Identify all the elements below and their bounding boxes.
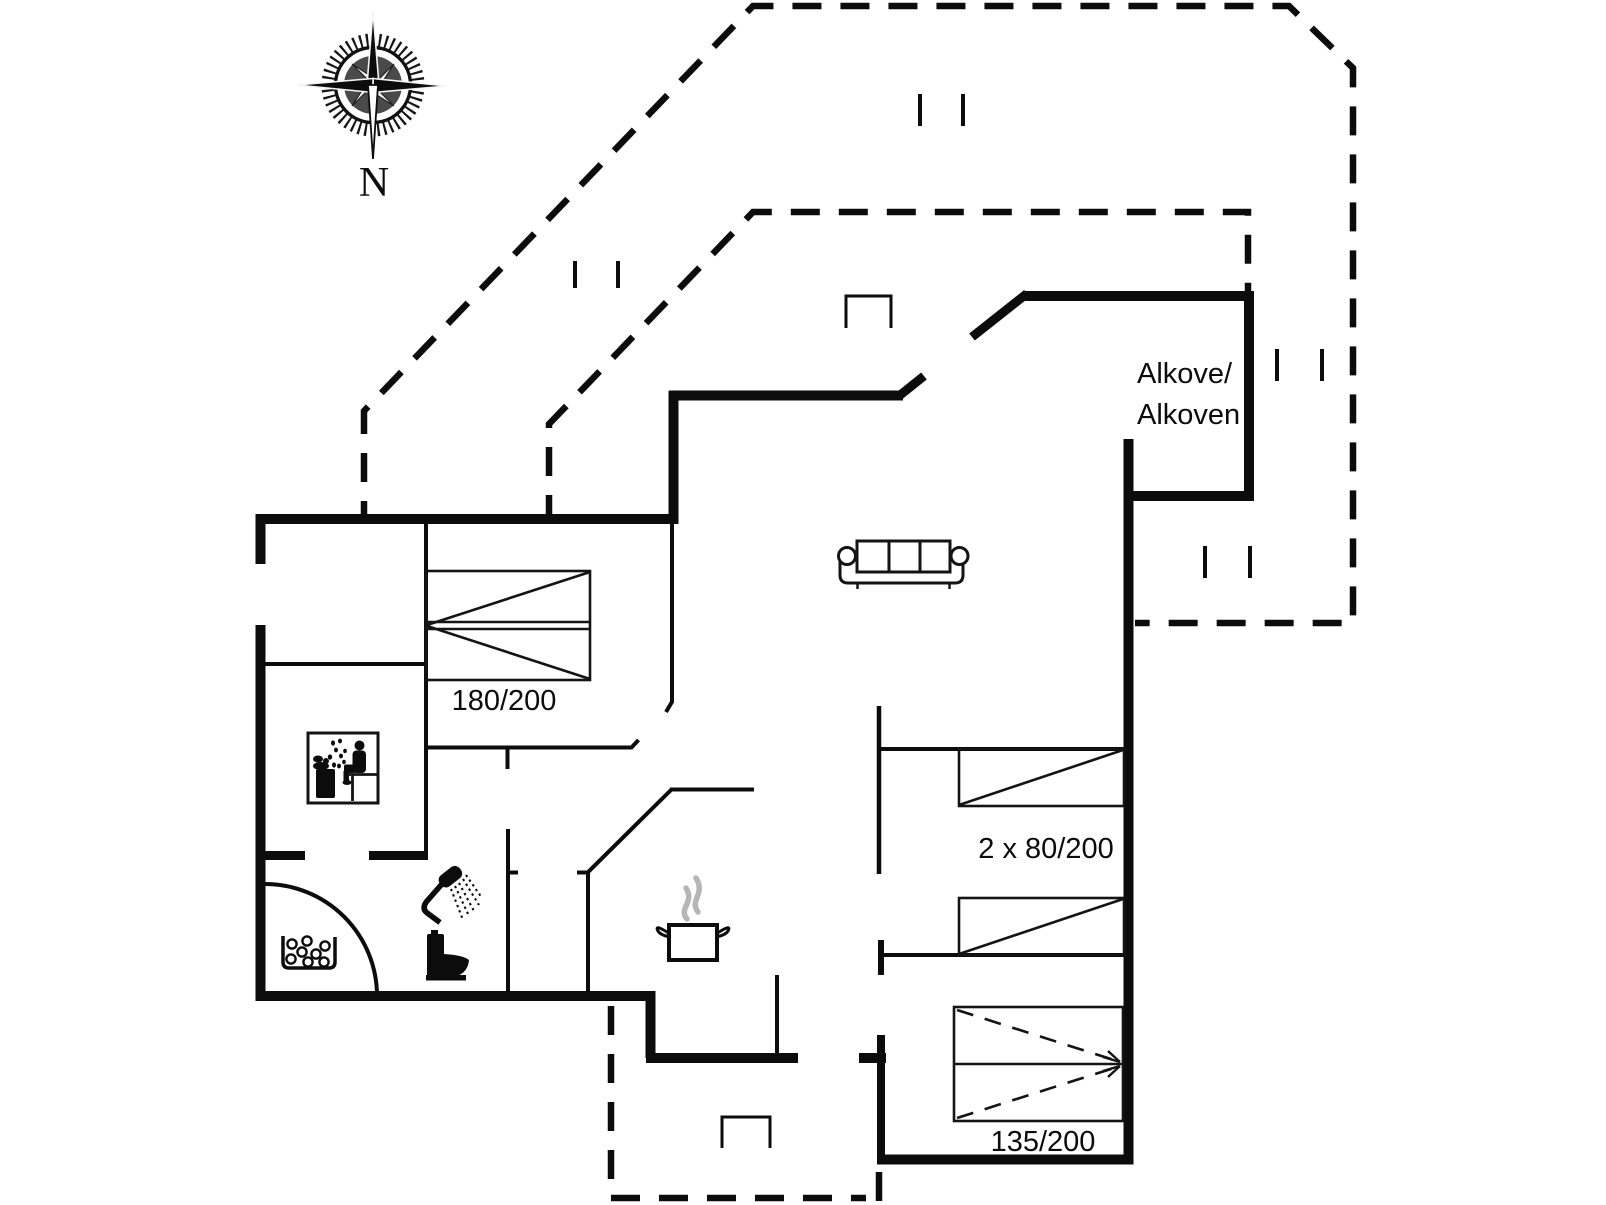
svg-text:180/200: 180/200 — [452, 685, 557, 717]
svg-text:135/200: 135/200 — [991, 1126, 1096, 1158]
svg-text:Alkoven: Alkoven — [1137, 399, 1240, 431]
svg-text:N: N — [359, 160, 389, 206]
svg-text:2 x 80/200: 2 x 80/200 — [978, 833, 1113, 865]
svg-text:Alkove/: Alkove/ — [1137, 358, 1233, 390]
